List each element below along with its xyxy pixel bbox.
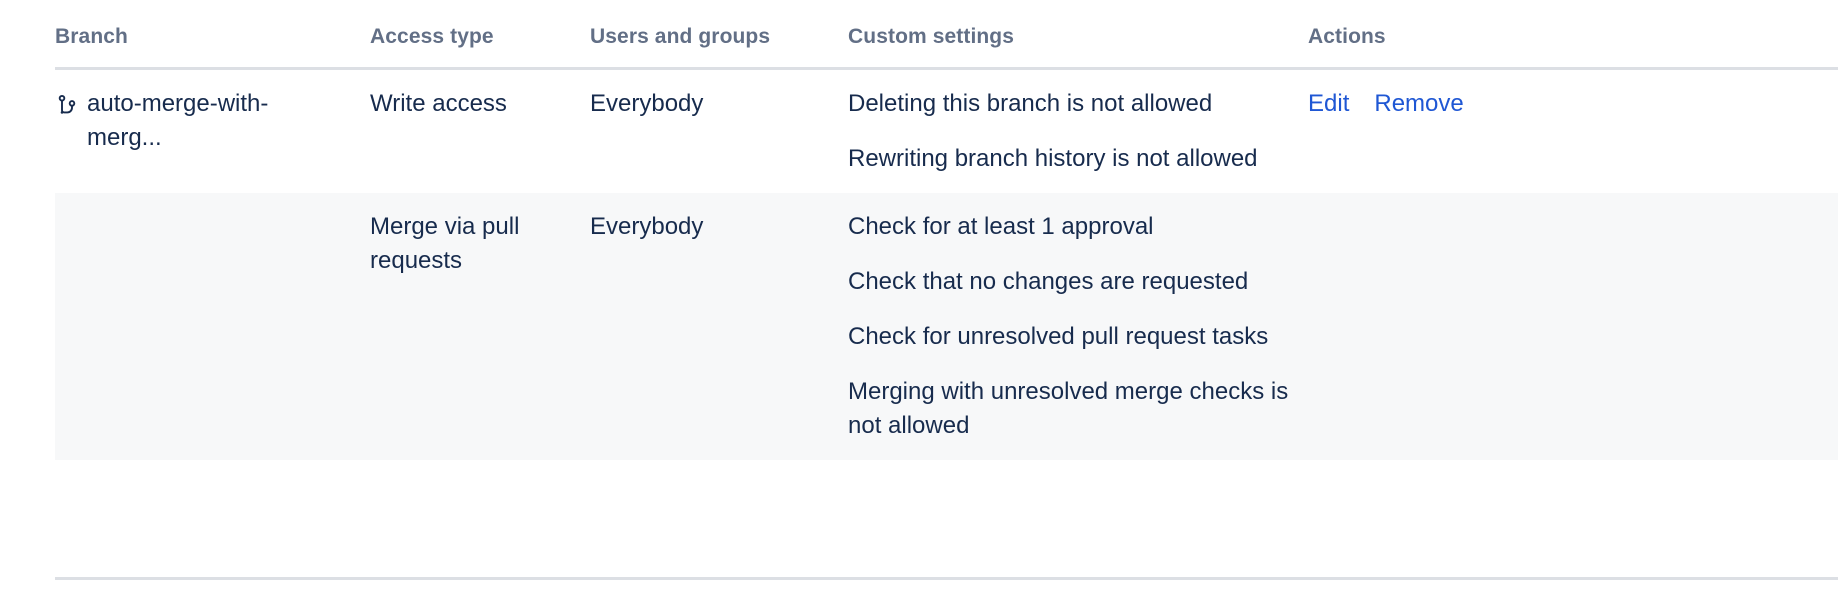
custom-setting-item: Check for at least 1 approval [848,213,1154,240]
edit-link[interactable]: Edit [1308,90,1350,117]
custom-setting-item: Deleting this branch is not allowed [848,90,1213,117]
table-body: auto-merge-with-merg... Write access Eve… [55,68,1838,460]
cell-actions [1308,193,1838,460]
custom-setting-item: Rewriting branch history is not allowed [848,145,1258,172]
custom-settings-list: Check for at least 1 approval Check that… [848,210,1308,443]
custom-settings-list: Deleting this branch is not allowed Rewr… [848,87,1308,176]
remove-link[interactable]: Remove [1374,90,1464,117]
branch-name: auto-merge-with-merg... [87,90,269,151]
branch-permissions-table: Branch Access type Users and groups Cust… [55,0,1838,460]
cell-branch: auto-merge-with-merg... [55,68,370,193]
column-header-custom-settings: Custom settings [848,0,1308,70]
column-header-users-and-groups: Users and groups [590,0,848,70]
cell-custom-settings: Check for at least 1 approval Check that… [848,193,1308,460]
cell-actions: Edit Remove [1308,68,1838,193]
column-header-branch: Branch [55,0,370,70]
cell-branch [55,193,370,460]
cell-users-and-groups: Everybody [590,68,848,193]
custom-setting-item: Check for unresolved pull request tasks [848,323,1269,350]
column-header-access-type: Access type [370,0,590,70]
cell-users-and-groups: Everybody [590,193,848,460]
table-header: Branch Access type Users and groups Cust… [55,0,1838,70]
column-header-actions: Actions [1308,0,1838,70]
table-row: auto-merge-with-merg... Write access Eve… [55,68,1838,193]
table-bottom-divider [55,577,1838,580]
custom-setting-item: Check that no changes are requested [848,268,1249,295]
cell-access-type: Merge via pull requests [370,193,590,460]
table-header-row: Branch Access type Users and groups Cust… [55,0,1838,70]
cell-custom-settings: Deleting this branch is not allowed Rewr… [848,68,1308,193]
table-row: Merge via pull requests Everybody Check … [55,193,1838,460]
custom-setting-item: Merging with unresolved merge checks is … [848,378,1289,439]
cell-access-type: Write access [370,68,590,193]
git-branch-icon [55,93,79,117]
